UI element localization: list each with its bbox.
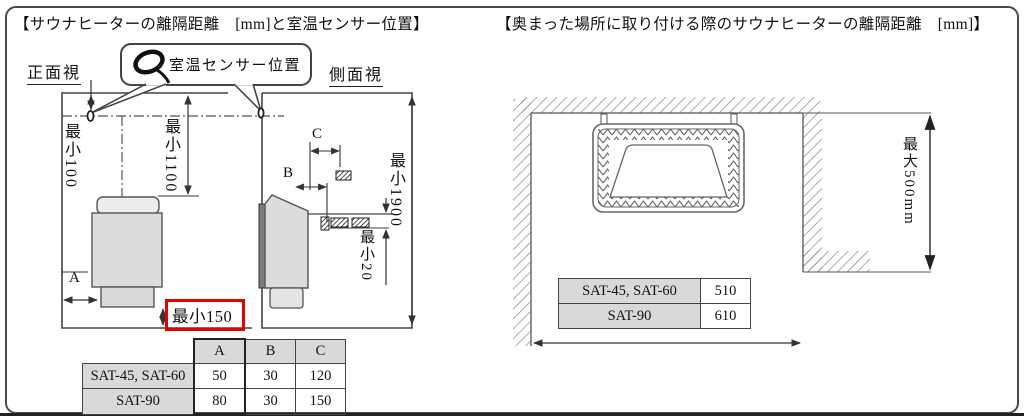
empty-header-cell <box>83 339 195 364</box>
value-cell: 610 <box>700 303 751 329</box>
table-row: SAT-90 80 30 150 <box>82 388 346 415</box>
wall-batten-block <box>335 170 352 181</box>
table-row: SAT-45, SAT-60 50 30 120 <box>82 363 346 389</box>
dim-b-label: B <box>283 165 294 181</box>
left-wall-hatch <box>513 99 531 346</box>
heater-top-view <box>592 113 745 213</box>
heater-front <box>91 196 163 308</box>
dim-room-height-label: 最小1900 <box>387 152 404 228</box>
heater-body-outline <box>609 144 728 198</box>
table-row: SAT-45, SAT-60 510 <box>558 278 751 304</box>
dim-b-lines <box>295 183 328 222</box>
value-cell-a: 80 <box>193 388 246 415</box>
recess-drawing <box>513 97 936 347</box>
sensor-dot-front <box>86 110 95 122</box>
value-cell-b: 30 <box>244 363 296 389</box>
dim-c-lines <box>309 142 341 190</box>
sensor-callout-label: 室温センサー位置 <box>169 58 302 74</box>
right-wall-hatch <box>803 113 822 272</box>
clearance-table-right: SAT-45, SAT-60 510 SAT-90 610 <box>558 278 751 329</box>
dim-recess-depth-label: 最大500mm <box>901 136 917 226</box>
floor-clearance-highlight: 最小150 <box>165 299 245 331</box>
value-cell-c: 150 <box>295 388 346 415</box>
value-cell: 510 <box>700 278 751 304</box>
guard-coil-zigzag <box>598 129 739 207</box>
dim-ceiling-to-heater-top <box>158 95 199 197</box>
side-view-drawing <box>258 92 416 329</box>
col-header-b: B <box>244 338 296 364</box>
front-view-drawing <box>61 80 284 329</box>
back-wall-hatch <box>521 97 820 113</box>
heater-side <box>258 194 309 309</box>
dim-a-label: A <box>69 270 80 286</box>
value-cell-a: 50 <box>193 363 246 389</box>
dim-ceiling-to-heater-top-label: 最小1100 <box>162 118 179 194</box>
table-header-row: A B C <box>83 338 346 364</box>
value-cell-c: 120 <box>295 363 346 389</box>
left-section-title: 【サウナヒーターの離隔距離 [mm]と室温センサー位置】 <box>14 16 429 33</box>
col-header-c: C <box>295 338 346 364</box>
model-cell: SAT-45, SAT-60 <box>82 363 195 389</box>
dim-a-lines <box>62 271 98 304</box>
value-cell-b: 30 <box>244 388 296 415</box>
dim-floor-clearance-label: 最小150 <box>172 307 233 326</box>
model-cell: SAT-45, SAT-60 <box>558 278 701 304</box>
right-section-title: 【奥まった場所に取り付ける際のサウナヒーターの離隔距離 [mm]】 <box>496 16 990 33</box>
dim-c-label: C <box>312 126 323 142</box>
sensor-dot-side <box>257 107 265 119</box>
dim-top-clearance-label: 最小20 <box>358 229 374 282</box>
clearance-table-left: A B C SAT-45, SAT-60 50 30 120 SAT-90 80… <box>82 338 346 415</box>
mount-tab-left <box>600 113 608 125</box>
front-view-label: 正面視 <box>27 59 82 85</box>
model-cell: SAT-90 <box>82 388 195 415</box>
bench-board-blocks <box>320 216 370 231</box>
side-view-label: 側面視 <box>329 61 384 87</box>
right-wall-end-hatch <box>803 251 870 272</box>
mount-tab-right <box>730 113 738 125</box>
dim-ceiling-to-sensor-label: 最小100 <box>62 123 79 189</box>
model-cell: SAT-90 <box>558 303 701 329</box>
sensor-callout <box>86 43 312 122</box>
sensor-icon <box>133 49 171 84</box>
table-row: SAT-90 610 <box>558 303 751 329</box>
col-header-a: A <box>193 338 246 364</box>
page-rule-line <box>0 413 1024 416</box>
